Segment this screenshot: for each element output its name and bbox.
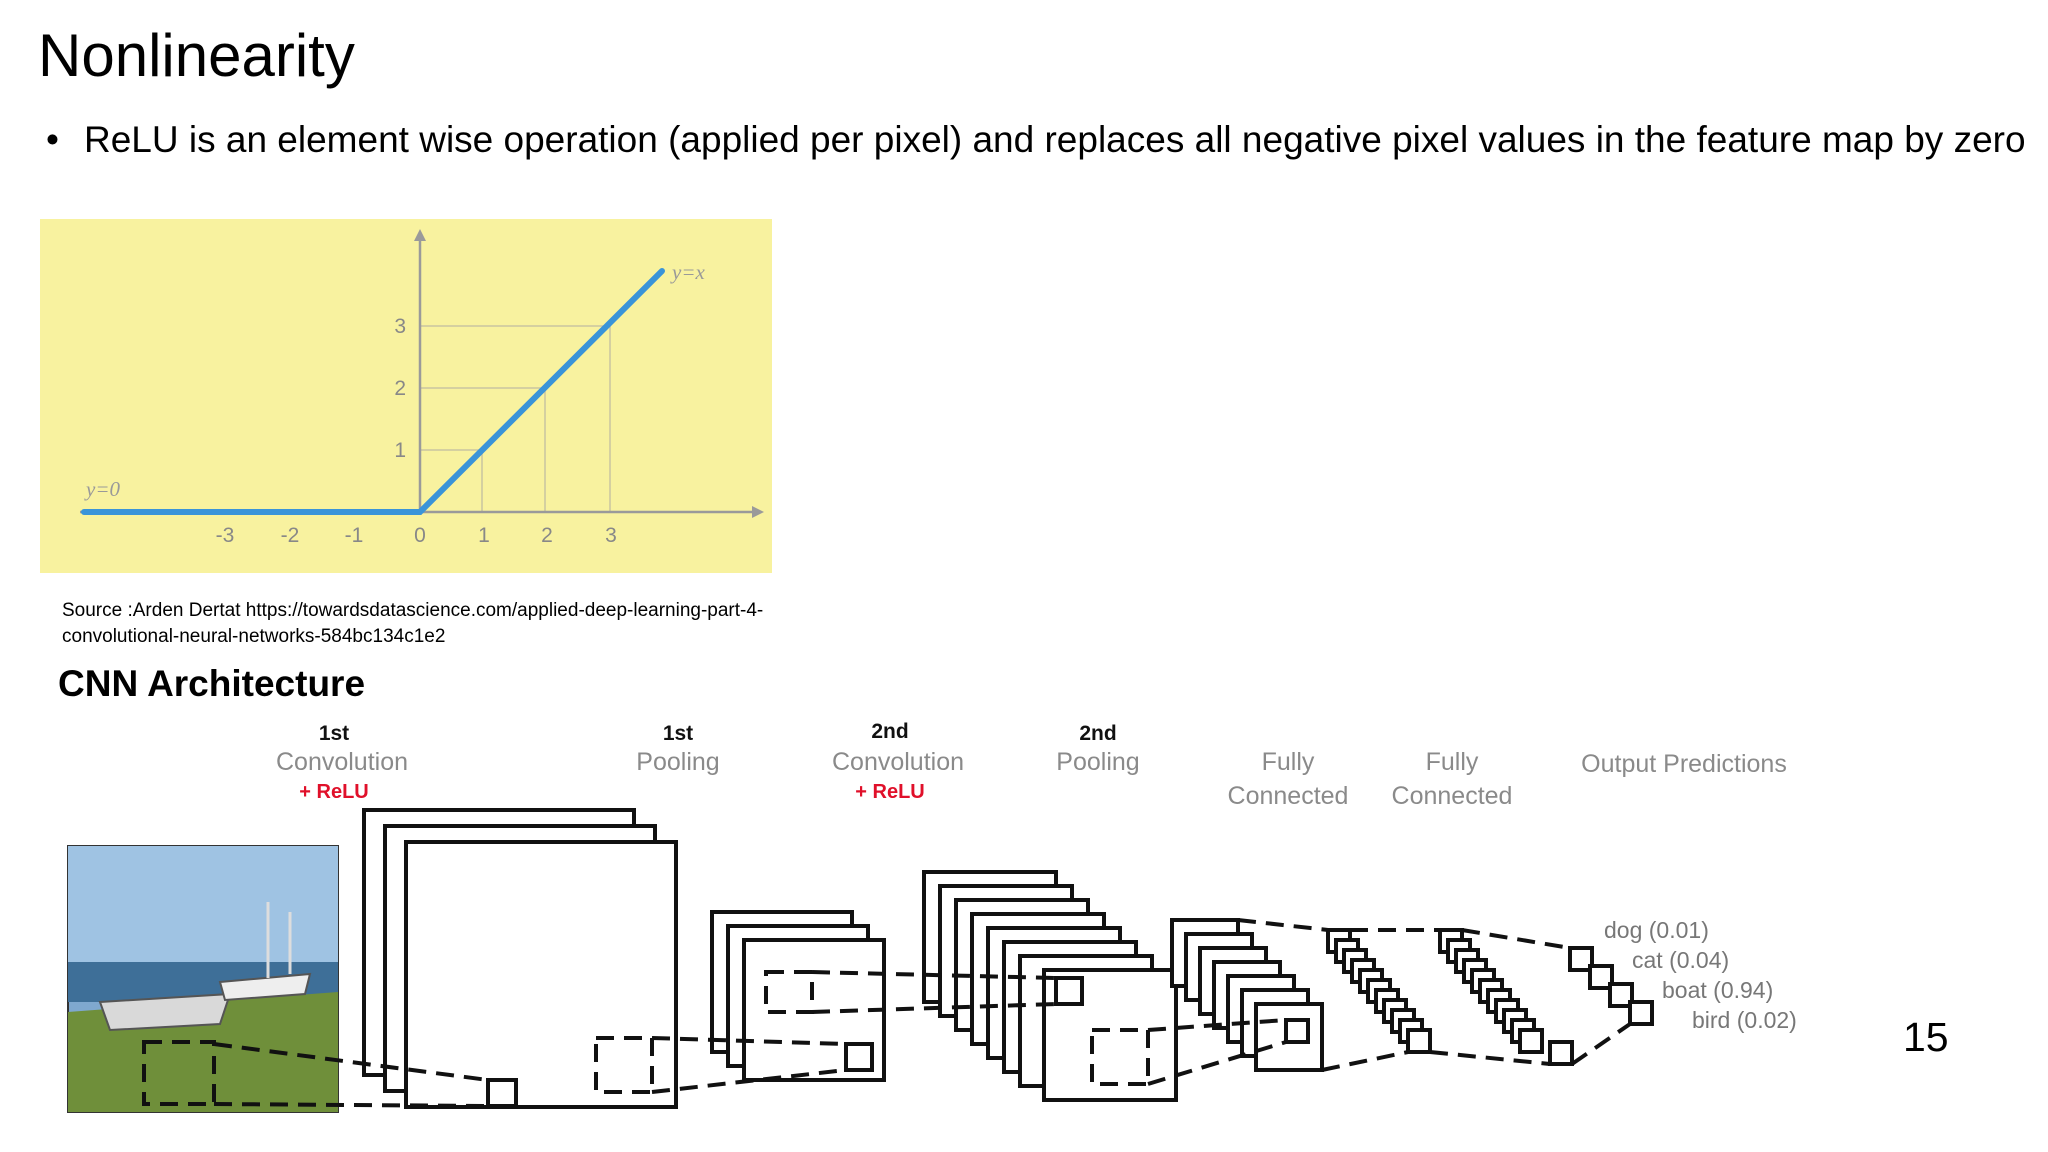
page-number: 15 <box>1903 1014 1949 1060</box>
stage-label-pool2-name: Pooling <box>1056 748 1139 776</box>
relu-graph: -3 -2 -1 0 1 2 3 1 2 3 y=0 y=x <box>40 219 772 573</box>
prediction-bird: bird (0.02) <box>1692 1007 1797 1033</box>
stage-label-conv1-act: + ReLU <box>299 781 368 803</box>
x-tick-label: 3 <box>605 524 617 547</box>
y-tick-label: 1 <box>394 439 406 462</box>
label-y-equals-x: y=x <box>670 260 705 284</box>
source-citation: Source :Arden Dertat https://towardsdata… <box>62 600 764 647</box>
stage-label-fc1-line1: Fully <box>1262 748 1315 776</box>
x-tick-label: 0 <box>414 524 426 547</box>
conv2-feature-maps <box>922 870 1178 1102</box>
stage-label-pool2-num: 2nd <box>1079 722 1116 745</box>
cnn-section-title: CNN Architecture <box>58 663 366 704</box>
pool2-feature-maps <box>1170 918 1324 1072</box>
output-nodes <box>1568 946 1654 1026</box>
cnn-architecture-diagram: 1st Convolution + ReLU 1st Pooling 2nd C… <box>67 720 1797 1113</box>
stage-label-fc1-line2: Connected <box>1228 782 1349 810</box>
stage-label-conv1-name: Convolution <box>276 748 408 776</box>
label-y-equals-zero: y=0 <box>84 477 120 501</box>
x-tick-label: -2 <box>281 524 300 547</box>
prediction-dog: dog (0.01) <box>1604 917 1709 943</box>
x-tick-label: -1 <box>345 524 364 547</box>
slide-title: Nonlinearity <box>38 22 355 89</box>
x-tick-label: 1 <box>478 524 490 547</box>
relu-curve <box>81 268 665 515</box>
stage-label-conv2-num: 2nd <box>871 720 908 743</box>
stage-label-conv1-num: 1st <box>319 722 349 745</box>
stage-label-output: Output Predictions <box>1581 750 1787 778</box>
prediction-boat: boat (0.94) <box>1662 977 1773 1003</box>
conv1-feature-maps <box>362 808 678 1109</box>
input-image-boat <box>67 845 339 1113</box>
y-tick-label: 2 <box>394 377 406 400</box>
y-tick-label: 3 <box>394 315 406 338</box>
prediction-cat: cat (0.04) <box>1632 947 1729 973</box>
fc1-layer <box>1326 928 1432 1054</box>
x-tick-label: 2 <box>541 524 553 547</box>
stage-label-fc2-line2: Connected <box>1392 782 1513 810</box>
fc2-layer <box>1438 928 1574 1066</box>
stage-label-fc2-line1: Fully <box>1426 748 1479 776</box>
stage-label-pool1-name: Pooling <box>636 748 719 776</box>
bullet-text: ReLU is an element wise operation (appli… <box>84 119 2026 160</box>
stage-label-conv2-act: + ReLU <box>855 781 924 803</box>
x-tick-label: -3 <box>216 524 235 547</box>
stage-label-conv2-name: Convolution <box>832 748 964 776</box>
bullet-marker: • <box>46 119 59 160</box>
stage-label-pool1-num: 1st <box>663 722 693 745</box>
pool1-feature-maps <box>710 910 886 1082</box>
